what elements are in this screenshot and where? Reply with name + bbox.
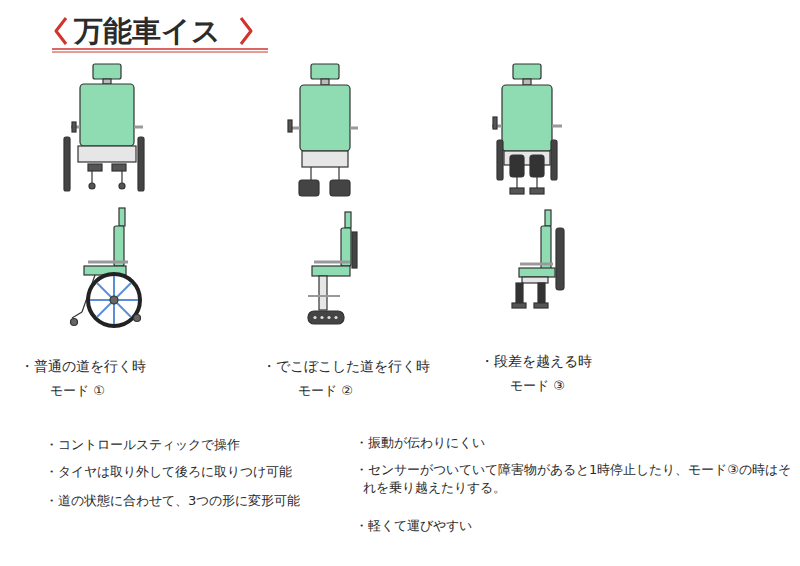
- feature-note: ・タイヤは取り外して後ろに取りつけ可能: [45, 463, 292, 481]
- sketch-stroke: [138, 137, 144, 191]
- sketch-stroke: [345, 212, 351, 228]
- sketch-stroke: [300, 85, 350, 151]
- sketch-stroke: [72, 312, 82, 318]
- sketch-stroke: [516, 177, 517, 188]
- sketch-stroke: [64, 137, 70, 191]
- sketch-stroke: [110, 296, 118, 304]
- sketch-stroke: [114, 226, 124, 266]
- side-view-mode-1: [71, 208, 141, 326]
- sketch-stroke: [97, 283, 131, 317]
- front-view-mode-3: [492, 64, 562, 194]
- mode-caption: ・でこぼこした道を行く時: [262, 357, 430, 376]
- sketch-stroke: [134, 315, 141, 322]
- front-view-mode-2: [288, 64, 358, 196]
- side-view-mode-2: [308, 212, 357, 324]
- sketch-stroke: [288, 120, 292, 132]
- sketch-stroke: [545, 210, 551, 226]
- sketch-stroke: [530, 188, 544, 194]
- sketch-stroke: [319, 276, 327, 310]
- sketch-stroke: [522, 277, 548, 283]
- sketch-stroke: [502, 85, 552, 151]
- sketch-stroke: [78, 146, 136, 162]
- sketch-stroke: [513, 64, 541, 79]
- sketch-stroke: [112, 164, 126, 171]
- sketch-stroke: [338, 167, 339, 180]
- side-view-mode-3: [512, 210, 564, 308]
- sketch-stroke: [334, 316, 337, 319]
- sketch-stroke: [121, 171, 122, 183]
- sketch-stroke: [310, 167, 311, 180]
- sketch-stroke: [52, 52, 268, 53]
- sketch-stroke: [89, 183, 95, 189]
- sketch-stroke: [93, 64, 121, 79]
- sketch-stroke: [516, 283, 523, 303]
- sketch-stroke: [327, 316, 330, 319]
- mode-caption: ・段差を越える時: [480, 352, 592, 371]
- sketch-stroke: [72, 122, 76, 132]
- sketch-stroke: [313, 316, 316, 319]
- sketch-stroke: [510, 188, 524, 194]
- sketch-stroke: [493, 117, 497, 129]
- sketch-stroke: [536, 177, 537, 188]
- feature-note: ・センサーがついていて障害物があると1時停止したり、モード③の時はそれを乗り越え…: [355, 461, 793, 496]
- mode-number: モード ②: [298, 382, 353, 400]
- mode-number: モード ③: [510, 377, 565, 395]
- sketch-stroke: [299, 180, 319, 196]
- sketch-stroke: [134, 126, 143, 129]
- sketch-stroke: [56, 18, 66, 44]
- sketch-stroke: [352, 232, 357, 268]
- sketch-stroke: [512, 303, 526, 308]
- sketch-stroke: [520, 263, 553, 266]
- sketch-stroke: [88, 261, 128, 264]
- sketch-stroke: [313, 316, 337, 319]
- sketch-stroke: [523, 79, 531, 85]
- sketch-stroke: [350, 127, 358, 130]
- sketch-stroke: [551, 140, 557, 180]
- sketch-stroke: [88, 164, 102, 171]
- sketch-stroke: [321, 79, 329, 85]
- feature-note: ・軽くて運びやすい: [355, 517, 472, 535]
- sketch-stroke: [534, 303, 548, 308]
- sketch-stroke: [556, 228, 564, 290]
- sketch-stroke: [552, 125, 562, 128]
- sketch-stroke: [91, 171, 92, 183]
- sketch-stroke: [119, 183, 125, 189]
- sketch-stroke: [71, 319, 78, 326]
- sketch-stroke: [308, 311, 344, 324]
- mode-number: モード ①: [50, 382, 105, 400]
- sketch-stroke: [103, 79, 111, 84]
- sketch-stroke: [119, 208, 125, 226]
- sketch-stroke: [80, 84, 134, 146]
- sketch-stroke: [308, 295, 340, 297]
- feature-note: ・コントロールスティックで操作: [45, 436, 240, 454]
- sketch-stroke: [519, 268, 555, 277]
- sketch-stroke: [52, 48, 268, 50]
- sketch-stroke: [88, 274, 140, 326]
- sketch-stroke: [330, 180, 350, 196]
- sketch-stroke: [341, 228, 351, 266]
- front-view-mode-1: [64, 64, 144, 191]
- feature-note: ・道の状態に合わせて、3つの形に変形可能: [45, 492, 300, 510]
- sketch-stroke: [314, 261, 350, 264]
- sketch-stroke: [302, 151, 348, 167]
- sketch-stroke: [90, 276, 138, 324]
- feature-note: ・振動が伝わりにくい: [355, 434, 485, 452]
- title: 万能車イス: [74, 12, 221, 51]
- sketch-stroke: [241, 18, 251, 44]
- sketch-stroke: [538, 283, 545, 303]
- sketch-stroke: [320, 316, 323, 319]
- sketch-stroke: [510, 155, 524, 177]
- sketch-stroke: [530, 155, 544, 177]
- sketch-stroke: [312, 266, 350, 276]
- sketch-stroke: [311, 64, 339, 79]
- sketch-stroke: [97, 283, 131, 317]
- mode-caption: ・普通の道を行く時: [20, 357, 146, 376]
- sketch-stroke: [497, 140, 503, 180]
